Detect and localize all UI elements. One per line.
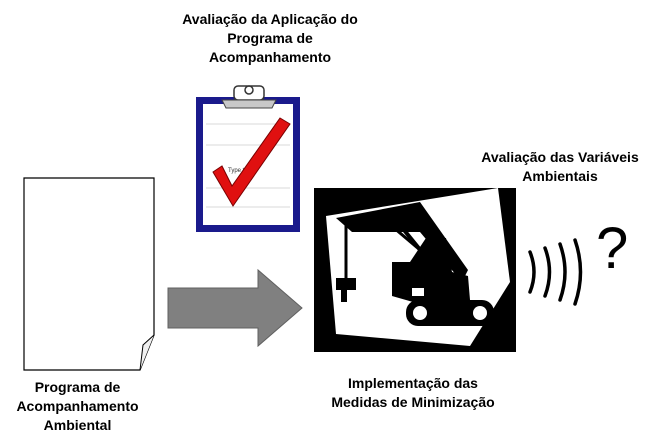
question-icon: ?: [596, 216, 629, 281]
label-evaluation-variables: Avaliação das Variáveis Ambientais: [481, 149, 639, 184]
clipboard-checklist-icon: Type them: [196, 85, 300, 232]
arrow-right-icon: [167, 268, 303, 348]
signal-waves-icon: [528, 238, 583, 306]
label-monitoring-program: Programa de Acompanhamento Ambiental: [16, 379, 139, 433]
excavator-icon: [314, 188, 516, 352]
document-icon: [23, 177, 155, 371]
label-minimization-measures: Implementação das Medidas de Minimização: [331, 375, 495, 410]
label-evaluation-program: Avaliação da Aplicação do Programa de Ac…: [182, 11, 358, 65]
